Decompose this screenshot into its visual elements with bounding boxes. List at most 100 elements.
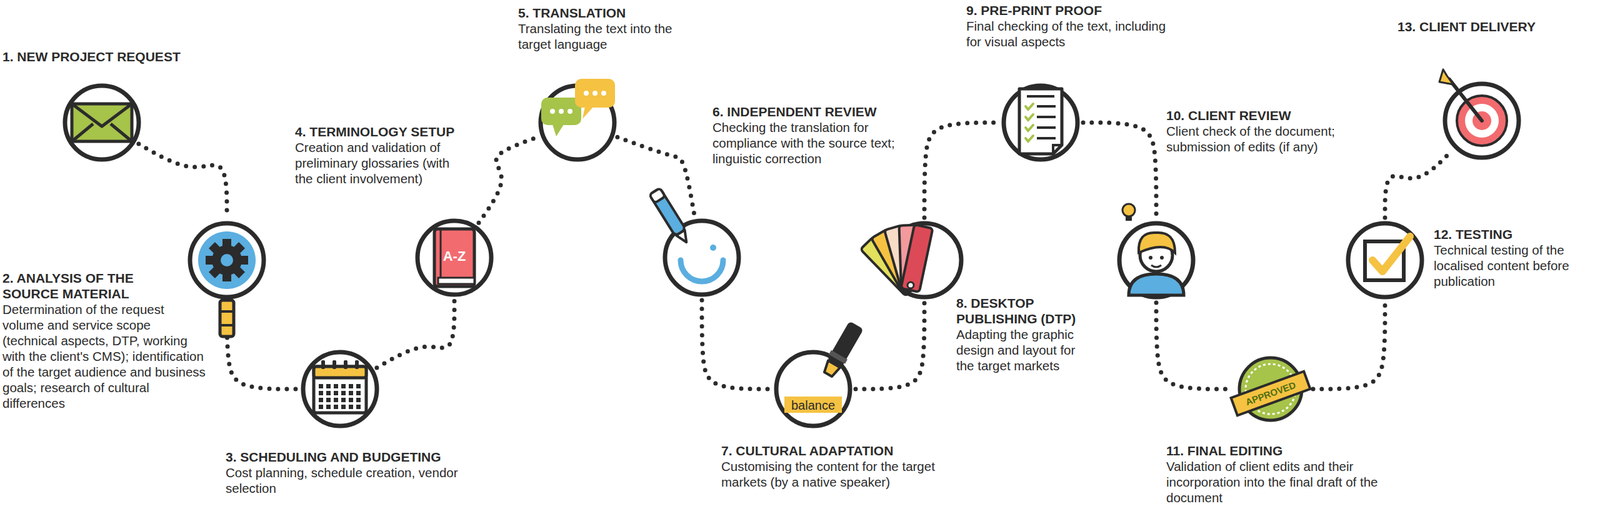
icon-part	[907, 281, 914, 289]
step-heading: 11. FINAL EDITING	[1166, 442, 1379, 459]
step-description: Checking the translation for compliance …	[712, 119, 907, 167]
icon-part	[583, 90, 589, 96]
icon-part	[71, 103, 132, 127]
icon-part	[1025, 135, 1034, 142]
step-text: 11. FINAL EDITINGValidation of client ed…	[1166, 442, 1379, 505]
icon-part	[71, 123, 94, 142]
icon-part	[71, 103, 132, 142]
step-description: Determination of the request volume and …	[2, 301, 209, 411]
icon-part	[776, 320, 865, 426]
dotted-connector	[701, 300, 771, 389]
step-icon	[1001, 83, 1080, 162]
icon-part	[303, 351, 377, 426]
icon-part	[220, 310, 234, 313]
icon-part	[860, 223, 962, 297]
icon-part	[649, 188, 665, 204]
step-description: Customising the content for the target m…	[721, 458, 972, 490]
step-description: Adapting the graphic design and layout f…	[956, 326, 1094, 374]
icon-part	[710, 244, 717, 251]
icon-part	[356, 383, 361, 389]
icon-part	[332, 360, 337, 369]
icon-part	[1119, 203, 1194, 297]
icon-part	[1036, 115, 1056, 119]
icon-part	[592, 90, 598, 96]
icon-part	[318, 397, 324, 402]
dotted-connector	[1156, 302, 1229, 389]
icon-part	[341, 404, 346, 409]
step-description: Client check of the document; submission…	[1166, 123, 1360, 155]
icon-part	[900, 224, 933, 292]
icon-part	[417, 220, 492, 295]
icon-part	[417, 220, 492, 295]
step-description: Creation and validation of preliminary g…	[295, 139, 465, 187]
step-text: 9. PRE-PRINT PROOFFinal checking of the …	[966, 2, 1167, 50]
step-circle: 2. ANALYSIS OF THE SOURCE MATERIALDeterm…	[188, 221, 266, 299]
step-text: 6. INDEPENDENT REVIEWChecking the transl…	[712, 103, 907, 167]
icon-part	[440, 228, 442, 278]
icon-part	[220, 323, 234, 327]
step-circle: 12. TESTINGTechnical testing of the loca…	[1346, 221, 1424, 299]
icon-part	[1439, 69, 1519, 158]
step-heading: 9. PRE-PRINT PROOF	[966, 2, 1167, 19]
step-heading: 10. CLIENT REVIEW	[1166, 107, 1360, 124]
icon-part	[348, 404, 354, 409]
step-circle: 7. CULTURAL ADAPTATIONCustomising the co…	[774, 350, 852, 428]
step-icon	[1443, 81, 1521, 160]
icon-part	[1231, 351, 1311, 426]
icon-part	[1003, 85, 1078, 160]
step-text: 2. ANALYSIS OF THE SOURCE MATERIALDeterm…	[2, 270, 209, 411]
book-letters: A-Z	[443, 248, 467, 265]
step-icon	[663, 218, 741, 297]
icon-part	[110, 123, 132, 142]
icon-part	[676, 230, 691, 245]
step-heading: 7. CULTURAL ADAPTATION	[721, 442, 972, 459]
icon-part	[1231, 371, 1311, 416]
step-heading: 5. TRANSLATION	[518, 5, 700, 21]
step-heading: 3. SCHEDULING AND BUDGETING	[225, 448, 476, 465]
step-circle: 10. CLIENT REVIEWClient check of the doc…	[1117, 221, 1195, 299]
icon-part	[550, 108, 555, 114]
icon-part	[1439, 69, 1454, 85]
dotted-connector	[855, 302, 925, 389]
icon-part	[1036, 126, 1056, 129]
dotted-connector	[1385, 150, 1452, 218]
step-heading: 8. DESKTOP PUBLISHING (DTP)	[956, 295, 1094, 327]
icon-part	[1138, 232, 1175, 253]
icon-part	[65, 85, 139, 160]
icon-part	[313, 366, 367, 413]
step-circle: 3. SCHEDULING AND BUDGETINGCost planning…	[301, 350, 379, 428]
icon-part	[1449, 79, 1482, 121]
icon-part	[341, 383, 346, 389]
dotted-connector	[1313, 302, 1385, 389]
step-icon	[188, 221, 266, 299]
step-heading: 6. INDEPENDENT REVIEW	[712, 103, 907, 120]
icon-part	[680, 260, 724, 282]
dotted-connector	[924, 122, 999, 218]
step-heading: 4. TERMINOLOGY SETUP	[295, 123, 465, 140]
icon-part	[356, 404, 361, 409]
step-text: 7. CULTURAL ADAPTATIONCustomising the co…	[721, 442, 972, 490]
icon-part	[321, 360, 325, 369]
icon-part	[434, 228, 475, 287]
icon-part	[198, 231, 256, 289]
icon-part	[820, 320, 865, 379]
step-icon	[1346, 221, 1424, 299]
step-description: Translating the text into the target lan…	[518, 20, 700, 52]
icon-part	[190, 223, 264, 337]
dotted-connector	[376, 300, 455, 368]
icon-part	[1348, 223, 1422, 297]
step-description: Final checking of the text, including fo…	[966, 18, 1167, 50]
icon-part	[649, 188, 739, 295]
dotted-connector	[1083, 122, 1157, 218]
icon-part	[348, 383, 354, 389]
icon-part	[1025, 125, 1034, 131]
icon-part	[821, 360, 840, 378]
step-circle: 1. NEW PROJECT REQUEST	[63, 83, 141, 162]
icon-part	[326, 390, 331, 395]
icon-part	[540, 78, 615, 160]
step-description: Cost planning, schedule creation, vendor…	[225, 464, 476, 496]
icon-part	[333, 404, 339, 409]
icon-part	[1026, 95, 1055, 98]
icon-part	[1148, 255, 1153, 260]
icon-part	[318, 390, 324, 395]
